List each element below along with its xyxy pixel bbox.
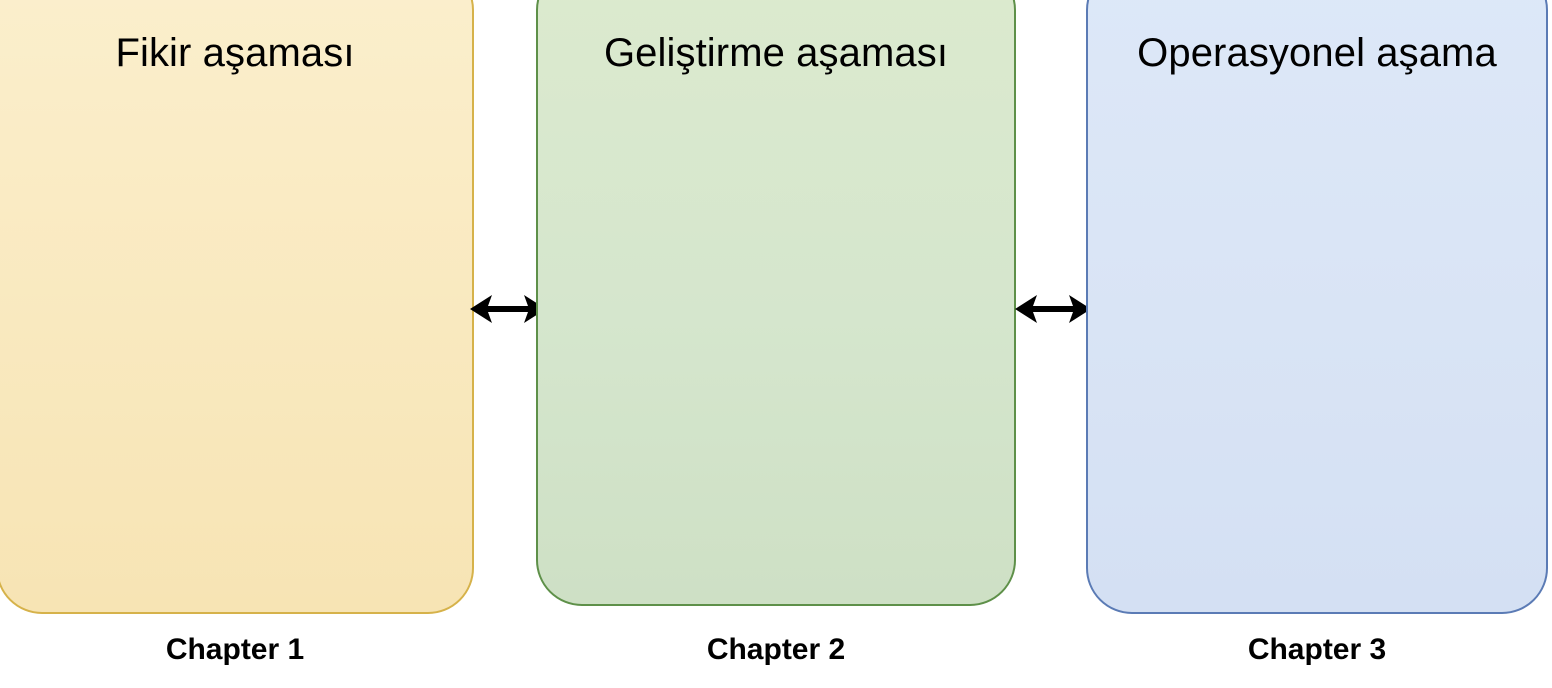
phase-title-operational: Operasyonel aşama — [1137, 31, 1497, 75]
chapter-caption-3: Chapter 3 — [1247, 633, 1387, 666]
double-headed-arrow-icon — [468, 287, 548, 331]
phase-box-development[interactable]: Geliştirme aşaması — [536, 0, 1016, 606]
phase-title-development: Geliştirme aşaması — [603, 31, 949, 75]
chapter-caption-1: Chapter 1 — [165, 633, 305, 666]
phase-box-ideation[interactable]: Fikir aşaması — [0, 0, 474, 614]
double-headed-arrow-icon — [1013, 287, 1093, 331]
phase-box-operational[interactable]: Operasyonel aşama — [1086, 0, 1548, 614]
phase-title-ideation: Fikir aşaması — [115, 31, 355, 75]
chapter-caption-2: Chapter 2 — [706, 633, 846, 666]
